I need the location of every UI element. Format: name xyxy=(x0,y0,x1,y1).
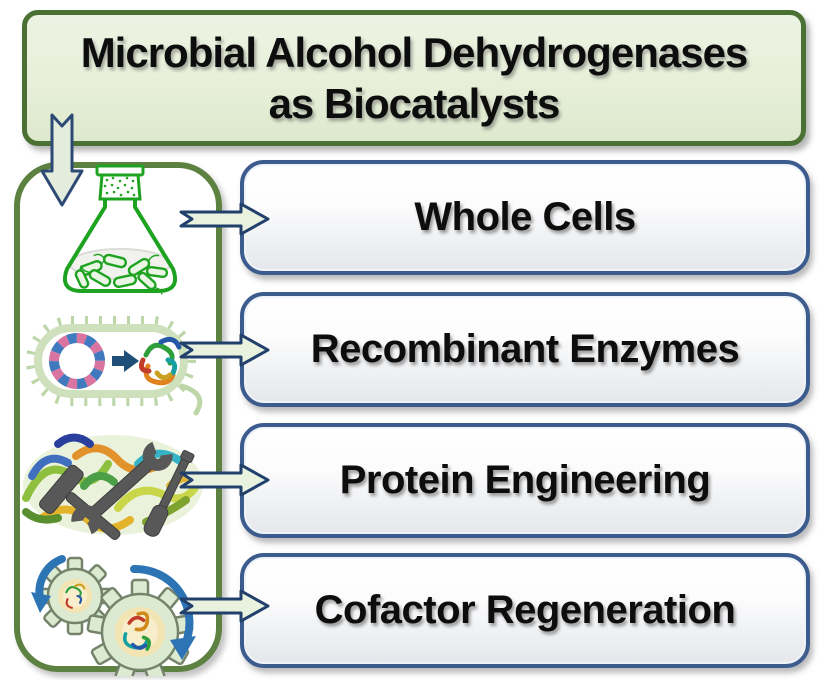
large-gear xyxy=(86,578,194,676)
erlenmeyer-flask-cells-icon xyxy=(55,164,185,298)
category-box-cofactor-regeneration: Cofactor Regeneration xyxy=(240,553,810,668)
category-label: Protein Engineering xyxy=(339,458,711,502)
wrench xyxy=(71,440,173,536)
arrow-to-recombinant-enzymes-icon xyxy=(178,331,272,369)
arrow-to-protein-engineering-icon xyxy=(178,461,272,499)
protein-structure-tools-icon xyxy=(18,426,208,544)
title-line-2: as Biocatalysts xyxy=(268,80,561,127)
category-box-recombinant-enzymes: Recombinant Enzymes xyxy=(240,292,810,407)
category-label: Recombinant Enzymes xyxy=(310,327,740,371)
arrow-to-cofactor-regeneration-icon xyxy=(178,587,272,625)
category-box-whole-cells: Whole Cells xyxy=(240,160,810,275)
arrow-to-whole-cells-icon xyxy=(178,200,272,238)
down-arrow-icon xyxy=(39,112,85,210)
screwdriver xyxy=(143,449,195,537)
category-label: Whole Cells xyxy=(414,195,636,239)
title-line-1: Microbial Alcohol Dehydrogenases xyxy=(80,28,749,76)
title-box: Microbial Alcohol Dehydrogenases as Bioc… xyxy=(22,10,806,146)
enzyme-gears-cycle-icon xyxy=(18,546,208,676)
bacterium-plasmid-protein-icon xyxy=(20,300,210,418)
plasmid xyxy=(49,333,105,389)
cycle-arrows xyxy=(31,555,196,660)
diagram-title: Microbial Alcohol Dehydrogenases as Bioc… xyxy=(80,27,749,129)
category-label: Cofactor Regeneration xyxy=(314,588,736,632)
category-box-protein-engineering: Protein Engineering xyxy=(240,423,810,538)
